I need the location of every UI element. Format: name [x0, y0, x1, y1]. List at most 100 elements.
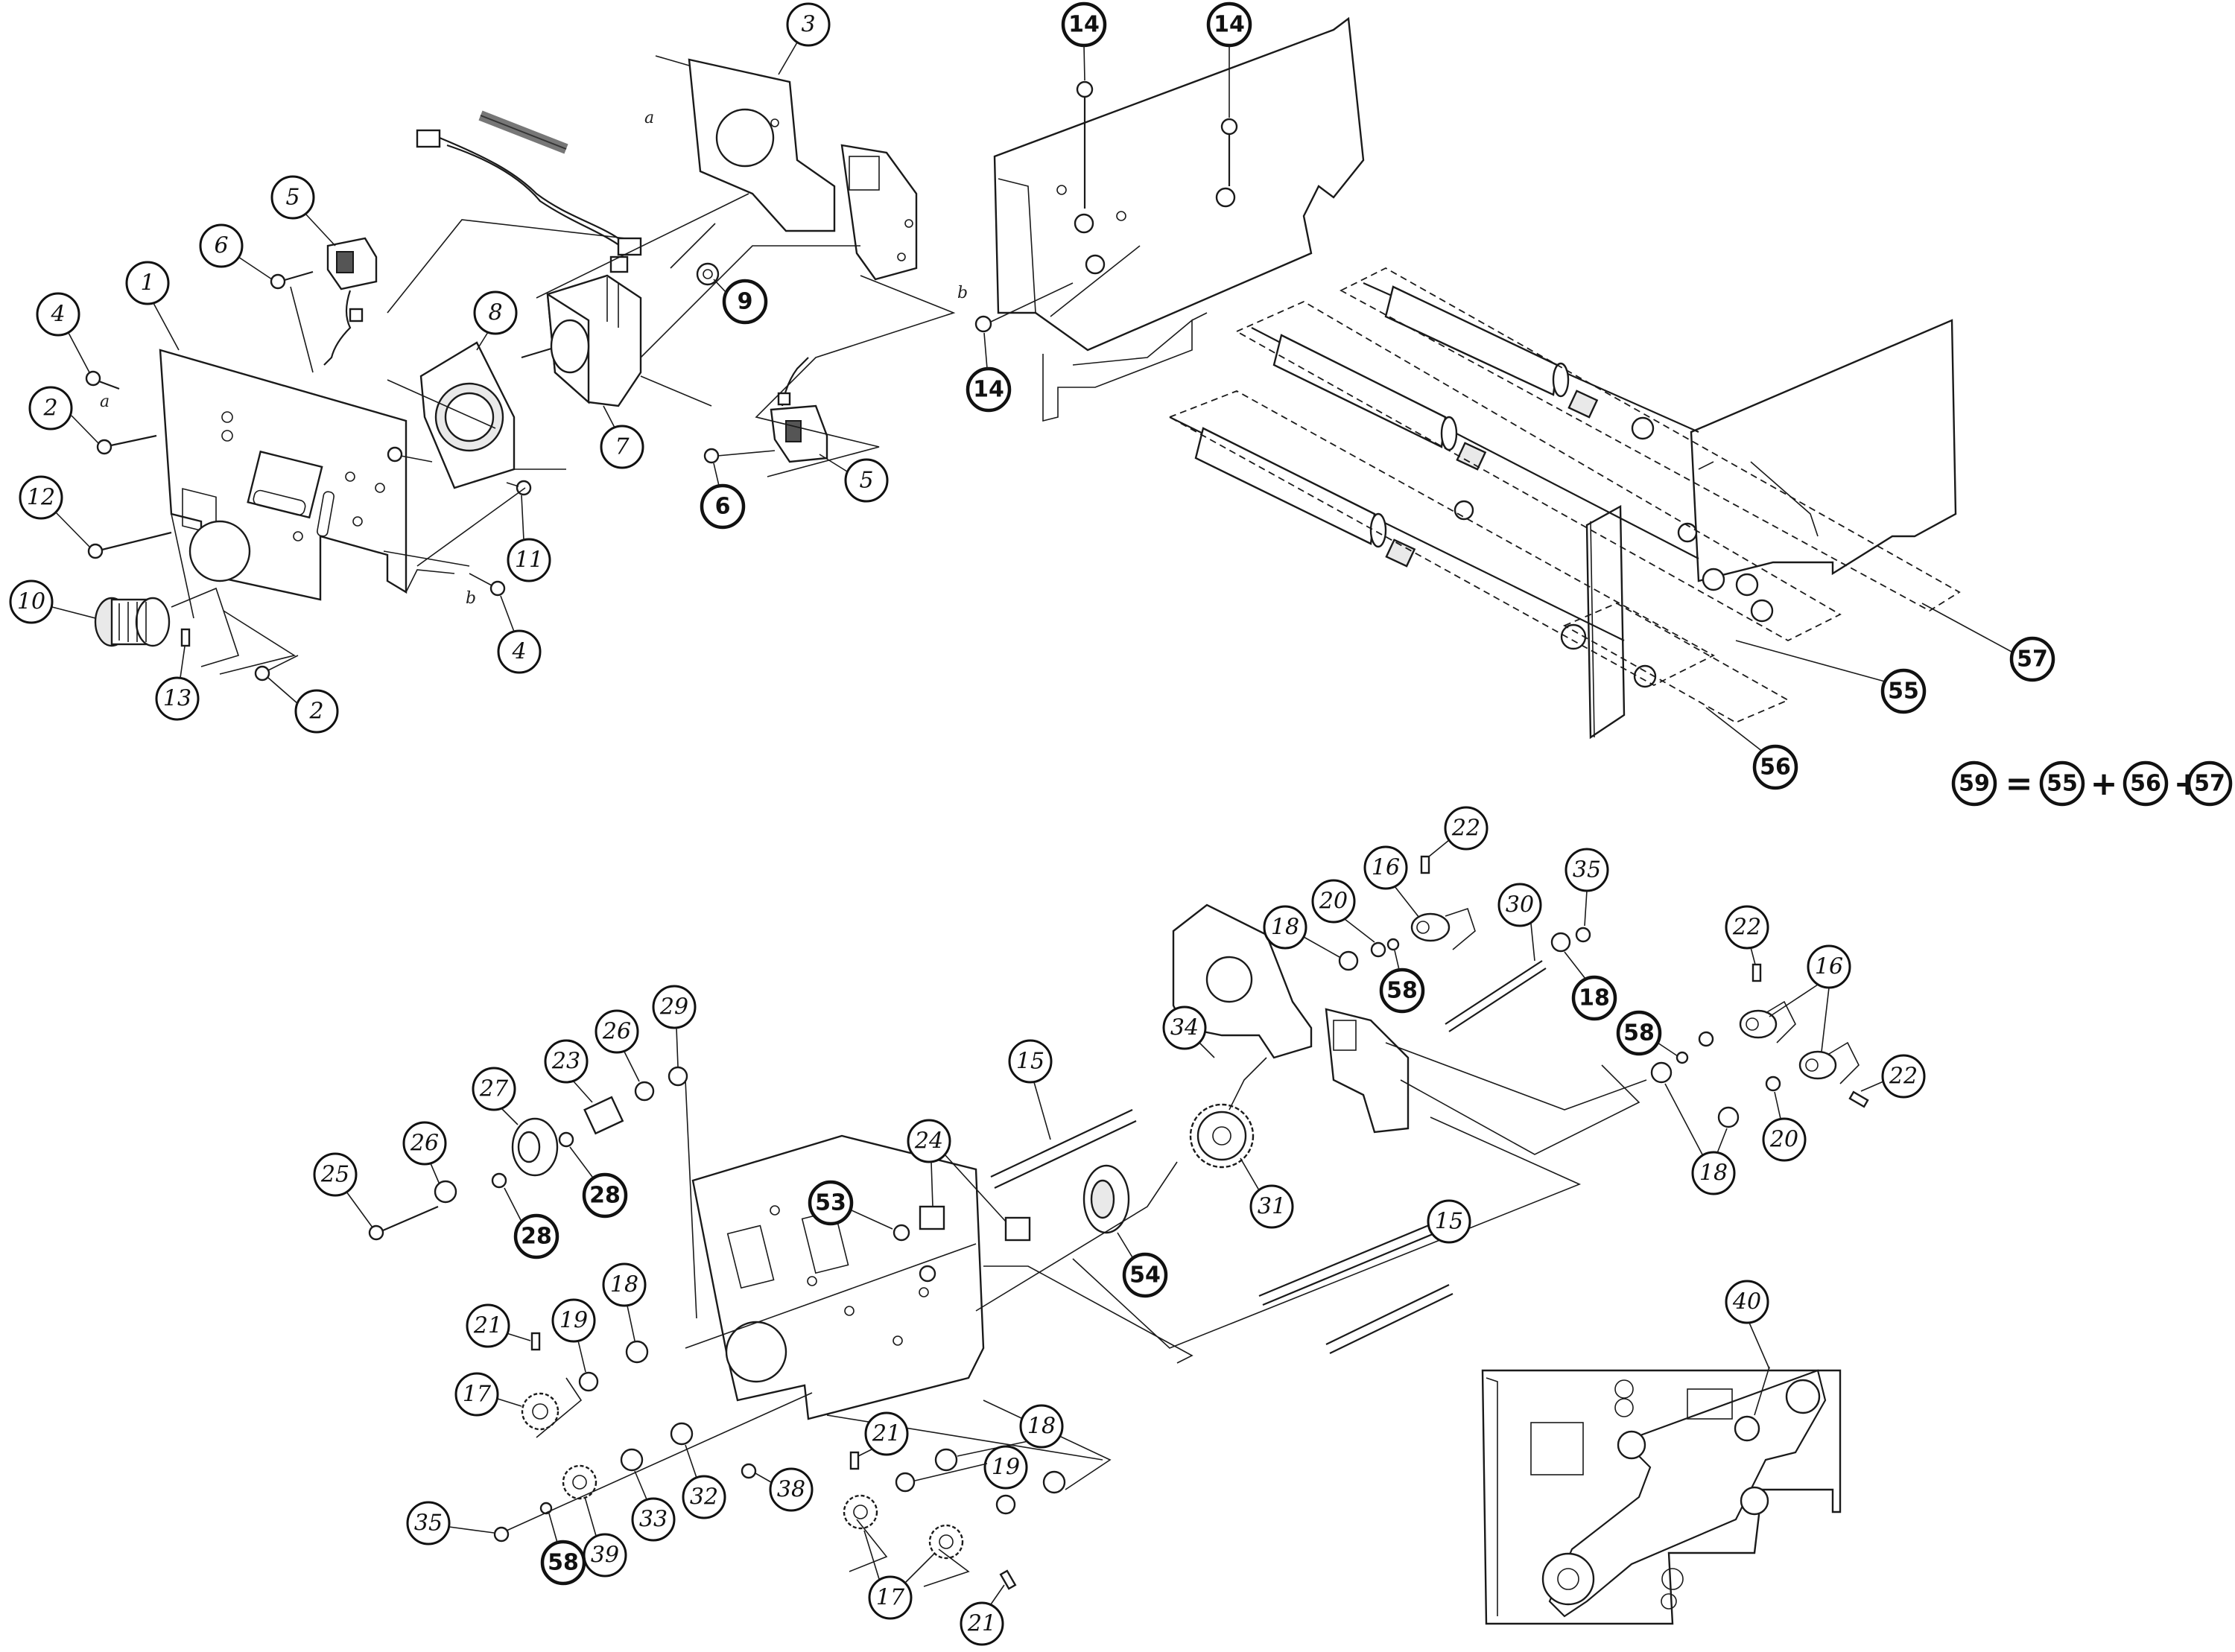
collar-16-right-a — [1739, 1000, 1796, 1043]
gear-17-right-a — [843, 1494, 878, 1530]
svg-text:40: 40 — [1732, 1289, 1761, 1315]
ring-58-r — [1676, 1051, 1689, 1064]
callout-30: 30 — [1497, 883, 1542, 927]
svg-text:4: 4 — [50, 302, 65, 328]
callout-4: 4 — [36, 292, 80, 337]
bearing-18-right-a — [934, 1448, 958, 1472]
svg-text:56: 56 — [1760, 754, 1791, 781]
callout-22: 22 — [1725, 905, 1769, 950]
svg-text:22: 22 — [1732, 915, 1761, 941]
washer-19-left — [578, 1371, 599, 1392]
washer-20-top — [1370, 941, 1386, 958]
svg-text:11: 11 — [515, 547, 543, 574]
washer-28-right — [558, 1131, 574, 1148]
pin-21-left — [530, 1332, 541, 1351]
washer-26-bottom — [434, 1180, 457, 1204]
svg-text:18: 18 — [610, 1272, 638, 1298]
svg-text:28: 28 — [521, 1224, 552, 1250]
washer-20-r2 — [1765, 1076, 1781, 1092]
svg-text:25: 25 — [320, 1162, 349, 1188]
bearing-18-left — [625, 1340, 649, 1364]
svg-text:19: 19 — [559, 1308, 588, 1334]
gear-17-left — [521, 1392, 559, 1431]
svg-text:38: 38 — [777, 1477, 805, 1503]
reference-letter-b: b — [957, 284, 968, 302]
callout-28: 28 — [513, 1213, 559, 1259]
svg-text:4: 4 — [511, 639, 526, 665]
screw-6-bottom — [703, 448, 776, 464]
ring-58-top — [1386, 938, 1400, 951]
callout-11: 11 — [507, 538, 551, 582]
svg-text:2: 2 — [42, 395, 57, 422]
bearing-18-r3 — [1650, 1061, 1673, 1084]
svg-text:30: 30 — [1506, 892, 1534, 918]
bearing-18-top — [1338, 950, 1359, 971]
plate-hole — [188, 520, 251, 582]
svg-text:21: 21 — [872, 1421, 901, 1447]
svg-text:18: 18 — [1027, 1414, 1056, 1440]
screw-13 — [180, 628, 191, 647]
screw-2-top — [96, 434, 157, 455]
svg-text:58: 58 — [1623, 1020, 1655, 1046]
svg-text:57: 57 — [2017, 646, 2048, 673]
callout-15: 15 — [1008, 1039, 1053, 1084]
svg-text:17: 17 — [876, 1585, 905, 1611]
callout-21: 21 — [864, 1411, 909, 1456]
svg-text:9: 9 — [738, 289, 753, 315]
callout-21: 21 — [466, 1303, 510, 1348]
callout-28: 28 — [582, 1172, 628, 1219]
screw-6-top — [270, 270, 314, 290]
callout-16: 16 — [1807, 944, 1851, 989]
callout-1: 1 — [125, 261, 170, 305]
left-side-plate-assembly — [85, 55, 956, 682]
callout-38: 38 — [769, 1467, 814, 1512]
callout-19: 19 — [551, 1298, 596, 1343]
callout-16: 16 — [1363, 845, 1408, 890]
callout-53: 53 — [808, 1180, 854, 1226]
svg-text:20: 20 — [1769, 1127, 1798, 1153]
gear-9 — [696, 262, 720, 286]
svg-text:54: 54 — [1129, 1262, 1161, 1289]
roller-frame-assembly — [974, 16, 2012, 760]
callout-2: 2 — [294, 689, 339, 734]
callout-21: 21 — [960, 1601, 1004, 1646]
clip-35-top — [1575, 927, 1591, 943]
svg-text:57: 57 — [2194, 771, 2225, 797]
callout-19: 19 — [983, 1445, 1028, 1490]
callout-14: 14 — [1061, 1, 1107, 48]
svg-text:2: 2 — [308, 699, 323, 725]
svg-text:24: 24 — [914, 1128, 943, 1154]
callout-22: 22 — [1881, 1054, 1926, 1099]
screw-38 — [741, 1463, 757, 1479]
callout-27: 27 — [472, 1067, 516, 1111]
collar-16-top — [1410, 907, 1476, 950]
callout-17: 17 — [868, 1575, 913, 1620]
svg-text:21: 21 — [967, 1611, 996, 1637]
pin-22-top — [1420, 855, 1430, 874]
callout-54: 54 — [1122, 1252, 1168, 1298]
bearing-18-r2 — [1550, 932, 1571, 953]
callout-35: 35 — [406, 1501, 451, 1545]
screw-12 — [87, 531, 172, 559]
callout-29: 29 — [652, 985, 697, 1029]
callout-20: 20 — [1311, 879, 1356, 924]
callout-14: 14 — [1206, 1, 1252, 48]
callout-25: 25 — [313, 1152, 358, 1197]
svg-text:21: 21 — [473, 1313, 502, 1339]
callout-58: 58 — [1616, 1010, 1662, 1056]
svg-text:55: 55 — [1888, 679, 1919, 705]
svg-text:55: 55 — [2047, 771, 2078, 797]
callout-6: 6 — [700, 483, 746, 530]
callout-22: 22 — [1444, 806, 1489, 851]
callout-18: 18 — [602, 1262, 647, 1307]
screw-plate — [387, 446, 433, 463]
callout-18: 18 — [1691, 1151, 1736, 1195]
screw-14-bottom — [974, 282, 1074, 333]
svg-text:14: 14 — [973, 377, 1004, 403]
callout-58: 58 — [1379, 968, 1425, 1014]
svg-text:29: 29 — [659, 994, 688, 1020]
callout-17: 17 — [454, 1372, 499, 1417]
callout-26: 26 — [595, 1009, 639, 1054]
svg-text:26: 26 — [602, 1019, 631, 1045]
